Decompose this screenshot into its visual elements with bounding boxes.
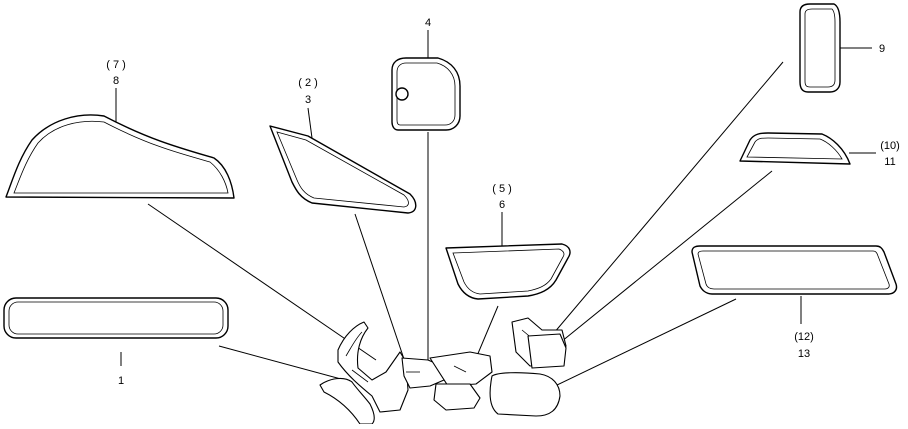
part-1-rear-window [3,297,229,339]
callout-11-paren: (10) [880,140,900,152]
callout-8-paren: ( 7 ) [106,59,126,71]
callout-13: 13 [798,348,810,360]
part-3-triangle-glass [269,125,417,214]
leader-line-1 [218,345,353,383]
part-13-windshield [691,245,898,295]
vehicle-body-cluster [319,317,567,425]
part-4-vent-window [391,57,461,131]
callout-9: 9 [879,43,885,55]
leader-line-9 [547,61,784,341]
callout-3-paren: ( 2 ) [298,77,318,89]
callout-13-paren: (12) [794,331,814,343]
callout-4: 4 [425,17,431,29]
leader-line-13 [529,298,737,399]
callout-3: 3 [305,94,311,106]
leader-line-11 [555,170,773,347]
part-11-wing-glass [739,132,851,165]
leader-tick-3 [307,107,313,139]
leader-line-8 [147,203,377,361]
vent-knob-icon [395,87,409,101]
part-8-quarter-glass [5,114,235,199]
callout-6: 6 [499,199,505,211]
leader-line-3 [354,213,407,366]
part-6-side-glass [445,243,571,300]
callout-8: 8 [113,75,119,87]
callout-6-paren: ( 5 ) [492,183,512,195]
callout-11: 11 [884,156,895,168]
callout-1: 1 [118,375,124,387]
part-9-upright-glass [799,3,841,93]
